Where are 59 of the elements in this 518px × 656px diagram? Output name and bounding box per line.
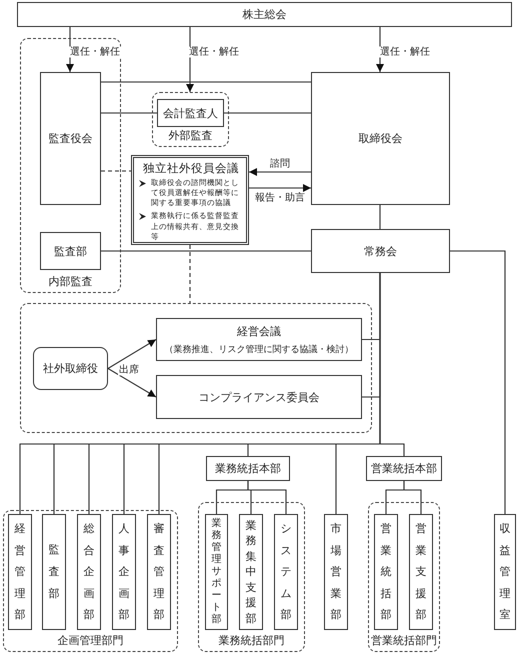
board-box: 監査役会 (40, 72, 101, 205)
connector-line (101, 81, 311, 83)
connector-line (101, 112, 157, 114)
edge-label: 選任・解任 (379, 46, 431, 58)
department-box: 人事企画部 (112, 514, 136, 630)
council-title: 独立社外役員会議 (142, 161, 240, 176)
department-box: 市場営業部 (324, 514, 348, 630)
connector-line (379, 205, 381, 229)
department-box: 経営管理部 (8, 514, 32, 630)
committee-box: コンプライアンス委員会 (156, 375, 362, 419)
assembly-box: 株主総会 (17, 2, 512, 27)
edge-label: 諮問 (269, 158, 291, 170)
dashed-group-frame (152, 92, 229, 147)
connector-line (101, 250, 311, 252)
arrow (249, 168, 311, 176)
dashed-line (101, 170, 131, 172)
meeting-title: 経営会議 (237, 324, 281, 338)
dashed-group-frame (198, 502, 305, 652)
headquarters-box: 営業統括本部 (366, 456, 442, 481)
department-box: 総合企画部 (77, 514, 101, 630)
director-box: 社外取締役 (33, 347, 108, 390)
dashed-line (189, 245, 191, 303)
group-label: 企画管理部門 (58, 634, 124, 647)
group-label: 営業統括部門 (371, 634, 437, 647)
group-label: 外部監査 (168, 129, 212, 142)
department-box: システム部 (274, 514, 298, 630)
connector-line (450, 250, 506, 514)
department-box: 収益管理室 (494, 514, 516, 630)
edge-label: 選任・解任 (188, 46, 240, 58)
connector-line (403, 481, 422, 514)
group-label: 内部監査 (48, 275, 92, 288)
department-box: 業務集中支援部 (239, 514, 263, 630)
board-box: 取締役会 (311, 72, 450, 205)
arrow (108, 339, 156, 369)
dashed-group-frame (20, 38, 121, 293)
headquarters-box: 業務統括本部 (206, 456, 290, 481)
department-box: 営業統括部 (374, 514, 398, 630)
dashed-group-frame (368, 502, 440, 652)
dashed-group-frame (3, 510, 178, 652)
arrow (108, 368, 156, 398)
arrow (249, 184, 311, 192)
edge-label: 選任・解任 (69, 46, 121, 58)
department-box: 業務管理サポート部 (205, 514, 228, 630)
auditor-box: 会計監査人 (157, 99, 224, 127)
meeting-subtitle: （業務推進、リスク管理に関する協議・検討） (164, 344, 354, 356)
connector-line (247, 481, 287, 514)
department-box: 営業支援部 (409, 514, 433, 630)
edge-label: 報告・助言 (254, 192, 306, 204)
connector-line (224, 112, 311, 114)
edge-label: 出席 (118, 364, 140, 376)
committee-box: 常務会 (311, 229, 450, 273)
department-box: 監査部 (42, 514, 66, 630)
department-box: 監査部 (40, 232, 101, 270)
meeting-box (156, 318, 362, 361)
group-label: 業務統括部門 (218, 634, 284, 647)
department-box: 審査管理部 (147, 514, 171, 630)
dashed-group-frame (20, 303, 372, 433)
connector-line (379, 273, 405, 456)
council-box (131, 155, 249, 245)
